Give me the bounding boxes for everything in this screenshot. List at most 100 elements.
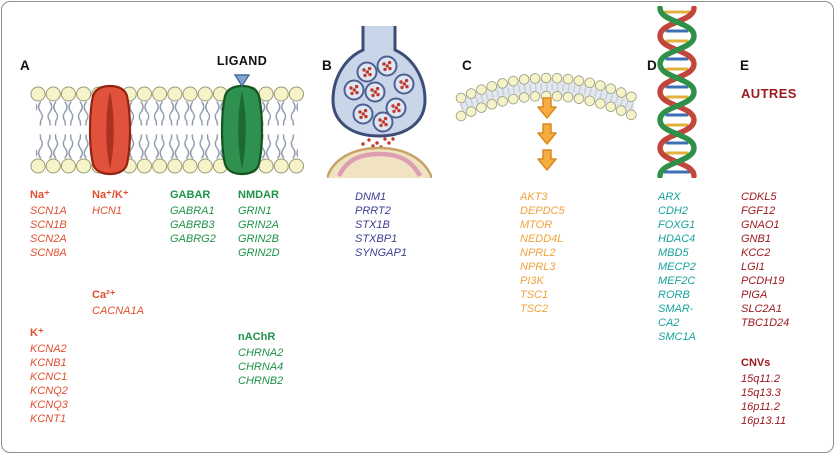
- gene-name: TBC1D24: [741, 317, 790, 329]
- gene-name: GNB1: [741, 233, 771, 245]
- gene-name: CHRNB2: [238, 375, 284, 387]
- gene-name: PRRT2: [355, 205, 391, 217]
- cnv-group: CNVs 15q11.2 15q13.3 16p11.2 16p13.11: [741, 356, 786, 428]
- gene-name: CHRNA4: [238, 361, 284, 373]
- ligand-label: LIGAND: [216, 54, 268, 68]
- gene-name: MECP2: [658, 261, 696, 273]
- gene-name: KCNA2: [30, 343, 67, 355]
- gene-list-na-k: HCN1: [92, 204, 129, 218]
- cnv-region: 15q13.3: [741, 387, 781, 399]
- gene-name: CDKL5: [741, 191, 777, 203]
- gene-name: FGF12: [741, 205, 776, 217]
- ligand-gated-channel: [220, 84, 264, 176]
- gene-group-na-k: Na⁺/K⁺ HCN1: [92, 188, 129, 218]
- gene-name: GRIN1: [238, 205, 272, 217]
- gene-name: STX1B: [355, 219, 390, 231]
- gene-name: SMC1A: [658, 331, 696, 343]
- panel-label-b: B: [322, 58, 332, 73]
- gene-name: DEPDC5: [520, 205, 565, 217]
- down-arrow-icon: [537, 97, 557, 119]
- gene-name: SLC2A1: [741, 303, 782, 315]
- cnv-region: 16p13.11: [741, 415, 787, 427]
- dna-strand-green: [657, 6, 697, 178]
- gene-name: SCN8A: [30, 247, 67, 259]
- gene-name: KCNC1: [30, 371, 68, 383]
- gene-name: RORB: [658, 289, 690, 301]
- gene-name: GABRB3: [170, 219, 215, 231]
- cnv-region: 15q11.2: [741, 373, 780, 385]
- gene-name: TSC2: [520, 303, 549, 315]
- gene-name: GNAO1: [741, 219, 780, 231]
- gene-name: MTOR: [520, 219, 553, 231]
- gene-name: KCNB1: [30, 357, 67, 369]
- gene-name: SCN2A: [30, 233, 67, 245]
- gene-name: AKT3: [520, 191, 548, 203]
- panel-label-c: C: [462, 58, 472, 73]
- synaptic-vesicle: [343, 79, 365, 101]
- cnv-list: 15q11.2 15q13.3 16p11.2 16p13.11: [741, 372, 786, 428]
- down-arrow-icon: [537, 149, 557, 171]
- gene-name: PI3K: [520, 275, 544, 287]
- group-header-na: Na⁺: [30, 189, 50, 201]
- synaptic-vesicle: [376, 55, 398, 77]
- group-header-nachr: nAChR: [238, 331, 276, 343]
- gene-name: LGI1: [741, 261, 765, 273]
- synaptic-vesicle: [352, 103, 374, 125]
- gene-name: HDAC4: [658, 233, 696, 245]
- synaptic-vesicle: [356, 61, 378, 83]
- gene-name: ARX: [658, 191, 681, 203]
- gene-name: CA2: [658, 317, 680, 329]
- dna-strand-red: [657, 6, 697, 178]
- membrane-tails-texture: [459, 83, 636, 111]
- down-arrow-icon: [537, 123, 557, 145]
- gene-name: NEDD4L: [520, 233, 564, 245]
- ligand-arrow-icon: [233, 74, 251, 88]
- panel-label-e: E: [740, 58, 750, 73]
- gene-name: PCDH19: [741, 275, 785, 287]
- gene-name: GRIN2D: [238, 247, 280, 259]
- gene-name: SMAR-: [658, 303, 694, 315]
- panel-label-d: D: [647, 58, 657, 73]
- membrane-signaling-illustration: [455, 72, 640, 171]
- signaling-arrows: [537, 97, 557, 171]
- gene-name: MEF2C: [658, 275, 696, 287]
- synaptic-vesicle: [364, 81, 386, 103]
- gene-name: HCN1: [92, 205, 122, 217]
- synapse-illustration: [327, 26, 432, 178]
- gene-name: SCN1B: [30, 219, 67, 231]
- gene-name: FOXG1: [658, 219, 696, 231]
- group-header-ca: Ca²⁺: [92, 289, 116, 301]
- gene-name: GRIN2B: [238, 233, 279, 245]
- gene-name: NPRL2: [520, 247, 556, 259]
- gene-name: STXBP1: [355, 233, 398, 245]
- gene-name: CDH2: [658, 205, 688, 217]
- gene-name: KCC2: [741, 247, 771, 259]
- dna-helix-illustration: [657, 6, 697, 178]
- gene-name: KCNQ3: [30, 399, 68, 411]
- gene-name: GABRA1: [170, 205, 215, 217]
- group-header-na-k: Na⁺/K⁺: [92, 189, 129, 201]
- postsynaptic-membrane: [327, 146, 432, 178]
- gene-group-ca: Ca²⁺ CACNA1A: [92, 288, 144, 318]
- gene-name: NPRL3: [520, 261, 556, 273]
- sodium-channel: [88, 84, 132, 176]
- group-header-gabar: GABAR: [170, 189, 211, 201]
- membrane-channels-illustration: [30, 74, 305, 176]
- cnv-header: CNVs: [741, 357, 771, 369]
- gene-name: GRIN2A: [238, 219, 279, 231]
- gene-name: DNM1: [355, 191, 387, 203]
- autres-title: AUTRES: [741, 86, 797, 101]
- cnv-region: 16p11.2: [741, 401, 780, 413]
